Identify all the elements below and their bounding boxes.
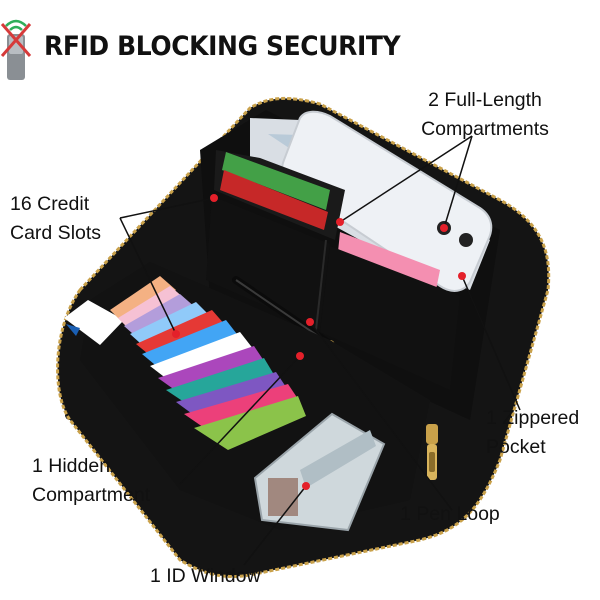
callout-line: Pocket <box>486 436 546 458</box>
callout-credit-card-slots: 16 Credit Card Slots <box>10 190 101 248</box>
callout-line: 1 Zippered <box>486 407 580 429</box>
callout-line: 1 Hidden <box>32 455 111 477</box>
zipper-pull <box>426 424 438 480</box>
upper-panel <box>200 110 500 420</box>
callout-zippered-pocket: 1 Zippered Pocket <box>486 404 579 462</box>
callout-full-length-compartments: 2 Full-Length Compartments <box>400 86 570 144</box>
callout-line: Compartments <box>421 118 549 140</box>
callout-line: 16 Credit <box>10 193 90 215</box>
callout-line: 2 Full-Length <box>428 89 542 111</box>
callout-id-window: 1 ID Window <box>150 565 261 587</box>
callout-line: Card Slots <box>10 222 102 244</box>
callout-dots <box>172 194 466 490</box>
callout-hidden-compartment: 1 Hidden Compartment <box>32 452 150 510</box>
callout-line: Compartment <box>32 484 151 506</box>
lower-panel <box>64 262 430 532</box>
callout-pen-loop: 1 Pen Loop <box>400 503 500 525</box>
callout-lines <box>119 135 521 566</box>
rfid-blocked-card-icon <box>0 19 32 80</box>
id-window <box>253 412 386 532</box>
page-title: RFID BLOCKING SECURITY <box>44 30 401 62</box>
